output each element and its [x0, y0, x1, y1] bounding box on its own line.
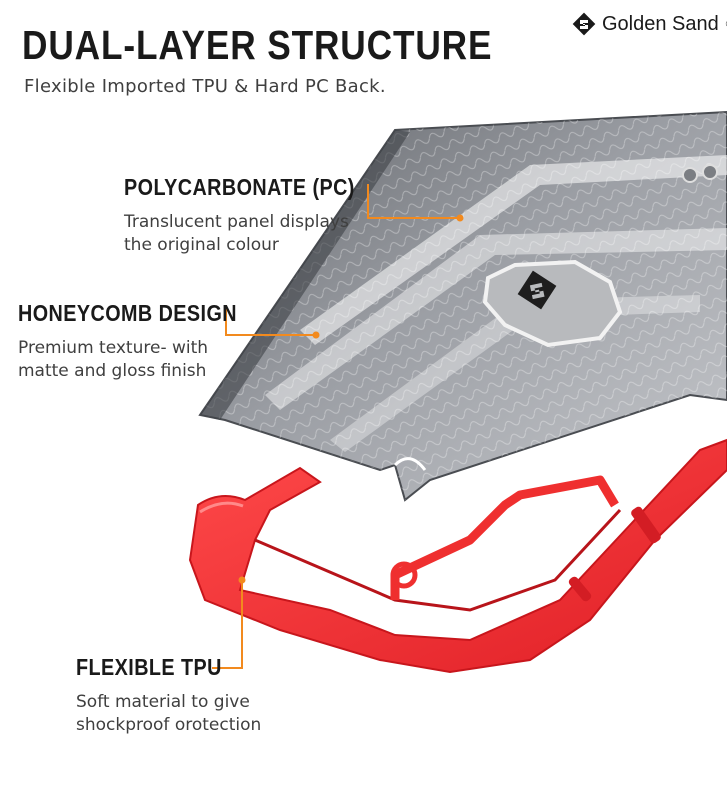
callout-dots: [238, 214, 464, 584]
brand-lockup: Golden Sand ®: [572, 12, 727, 36]
callout-desc-line: Soft material to give: [76, 692, 250, 712]
callout-desc-line: Premium texture- with: [18, 338, 209, 358]
callout-tpu: FLEXIBLE TPU Soft material to give shock…: [76, 654, 261, 737]
callout-heading: POLYCARBONATE (PC): [124, 174, 355, 200]
callout-desc-line: shockproof orotection: [76, 715, 262, 735]
tpu-bumper-frame: [188, 438, 727, 674]
registered-mark: ®: [726, 19, 727, 29]
brand-name: Golden Sand: [602, 12, 719, 35]
callout-desc-line: Translucent panel displays: [124, 212, 349, 232]
page-title: DUAL-LAYER STRUCTURE: [22, 22, 493, 68]
polycarbonate-panel: [198, 110, 727, 502]
callout-heading: FLEXIBLE TPU: [76, 654, 222, 680]
golden-sand-logo-icon: [572, 12, 596, 36]
callout-desc-line: matte and gloss finish: [18, 361, 207, 381]
callout-desc-line: the original colour: [124, 235, 279, 255]
callout-polycarbonate: POLYCARBONATE (PC) Translucent panel dis…: [124, 174, 392, 257]
callout-heading: HONEYCOMB DESIGN: [18, 300, 237, 326]
callout-leaders: [212, 184, 458, 669]
golden-sand-emblem-icon: [517, 270, 557, 310]
callout-honeycomb: HONEYCOMB DESIGN Premium texture- with m…: [18, 300, 273, 383]
page-subtitle: Flexible Imported TPU & Hard PC Back.: [24, 76, 386, 97]
